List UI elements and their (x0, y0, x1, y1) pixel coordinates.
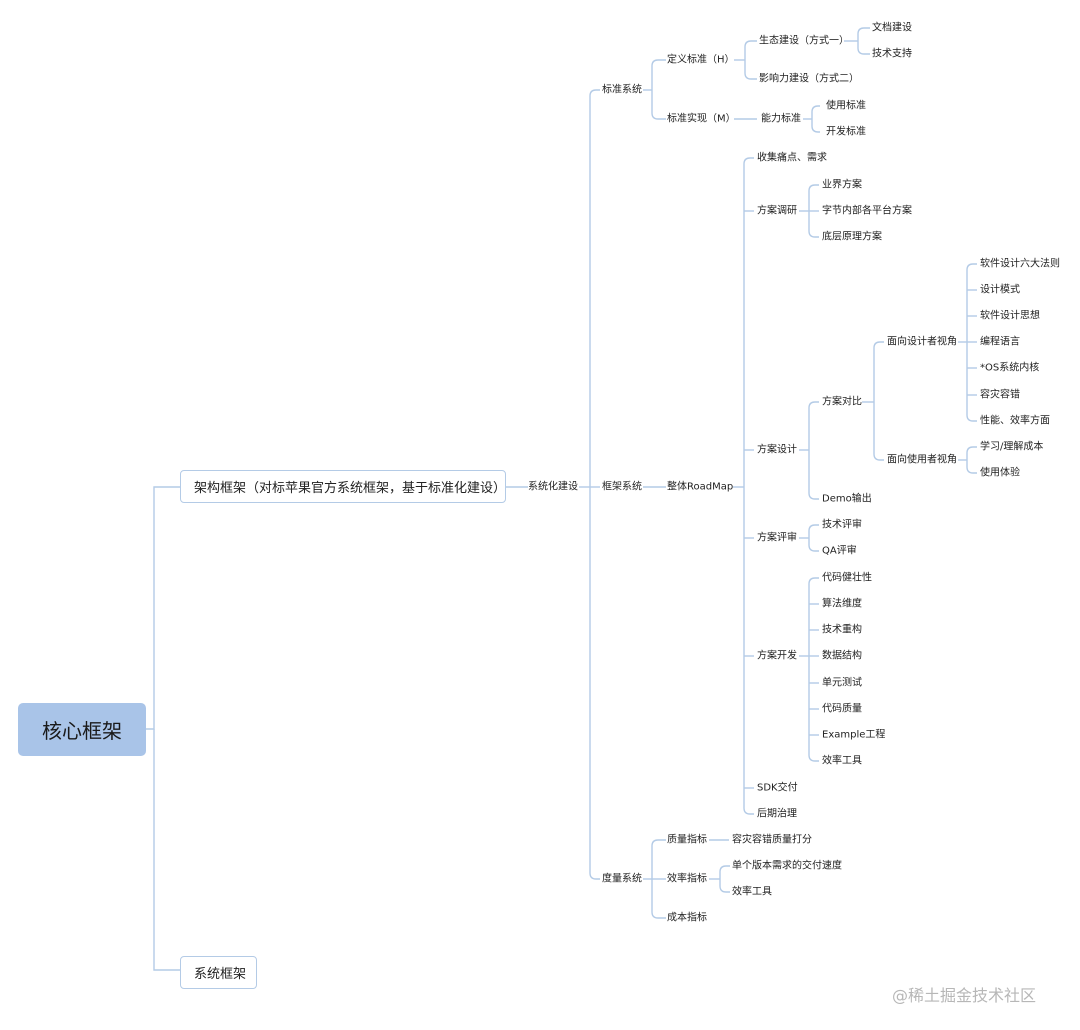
node-use-standard: 使用标准 (826, 100, 866, 112)
node-collect-needs: 收集痛点、需求 (757, 152, 827, 164)
node-designer-item: 软件设计思想 (980, 310, 1040, 322)
node-maintenance: 后期治理 (757, 808, 797, 820)
node-designer-item: 软件设计六大法则 (980, 258, 1060, 270)
node-compare: 方案对比 (822, 396, 862, 408)
node-user-item: 学习/理解成本 (980, 441, 1044, 453)
node-cost-metric: 成本指标 (667, 912, 707, 924)
node-develop-item: 技术重构 (822, 624, 862, 636)
node-tech-support: 技术支持 (872, 48, 912, 60)
node-user-view: 面向使用者视角 (887, 454, 957, 466)
node-designer-item: *OS系统内核 (980, 362, 1040, 374)
node-standard-system: 标准系统 (602, 84, 642, 96)
branch-architecture-framework: 架构框架（对标苹果官方系统框架，基于标准化建设） (180, 470, 506, 503)
node-develop-item: Example工程 (822, 729, 886, 741)
node-systematic-construction: 系统化建设 (528, 481, 578, 493)
node-define-standard: 定义标准（H） (667, 54, 735, 66)
node-roadmap: 整体RoadMap (667, 481, 734, 493)
node-design: 方案设计 (757, 444, 797, 456)
node-develop-item: 数据结构 (822, 650, 862, 662)
node-doc-building: 文档建设 (872, 22, 912, 34)
node-framework-system: 框架系统 (602, 481, 642, 493)
node-quality-item: 容灾容错质量打分 (732, 834, 812, 846)
node-user-item: 使用体验 (980, 467, 1020, 479)
node-metric-system: 度量系统 (602, 873, 642, 885)
node-review: 方案评审 (757, 532, 797, 544)
node-demo-output: Demo输出 (822, 493, 872, 505)
node-quality-metric: 质量指标 (667, 834, 707, 846)
root-node: 核心框架 (18, 703, 146, 756)
node-bytedance-solution: 字节内部各平台方案 (822, 205, 912, 217)
watermark: @稀土掘金技术社区 (892, 986, 1037, 1005)
node-designer-item: 性能、效率方面 (980, 415, 1050, 427)
node-designer-item: 编程语言 (980, 336, 1020, 348)
node-ability-standard: 能力标准 (761, 113, 801, 125)
branch-system-framework: 系统框架 (180, 956, 257, 989)
node-principle-solution: 底层原理方案 (822, 231, 882, 243)
node-develop-item: 代码质量 (822, 703, 862, 715)
node-designer-item: 设计模式 (980, 284, 1020, 296)
node-standard-impl: 标准实现（M） (667, 113, 736, 125)
node-review-item: 技术评审 (822, 519, 862, 531)
node-ecosystem: 生态建设（方式一） (759, 35, 849, 47)
node-sdk-delivery: SDK交付 (757, 782, 798, 794)
node-develop-item: 单元测试 (822, 677, 862, 689)
node-develop-item: 效率工具 (822, 755, 862, 767)
node-efficiency-item: 效率工具 (732, 886, 772, 898)
node-review-item: QA评审 (822, 545, 857, 557)
node-designer-view: 面向设计者视角 (887, 336, 957, 348)
node-research: 方案调研 (757, 205, 797, 217)
node-designer-item: 容灾容错 (980, 389, 1020, 401)
node-develop-item: 代码健壮性 (822, 572, 872, 584)
node-influence: 影响力建设（方式二） (759, 73, 859, 85)
node-industry-solution: 业界方案 (822, 179, 862, 191)
node-develop-item: 算法维度 (822, 598, 862, 610)
node-efficiency-metric: 效率指标 (667, 873, 707, 885)
node-efficiency-item: 单个版本需求的交付速度 (732, 860, 842, 872)
node-develop: 方案开发 (757, 650, 797, 662)
node-dev-standard: 开发标准 (826, 126, 866, 138)
